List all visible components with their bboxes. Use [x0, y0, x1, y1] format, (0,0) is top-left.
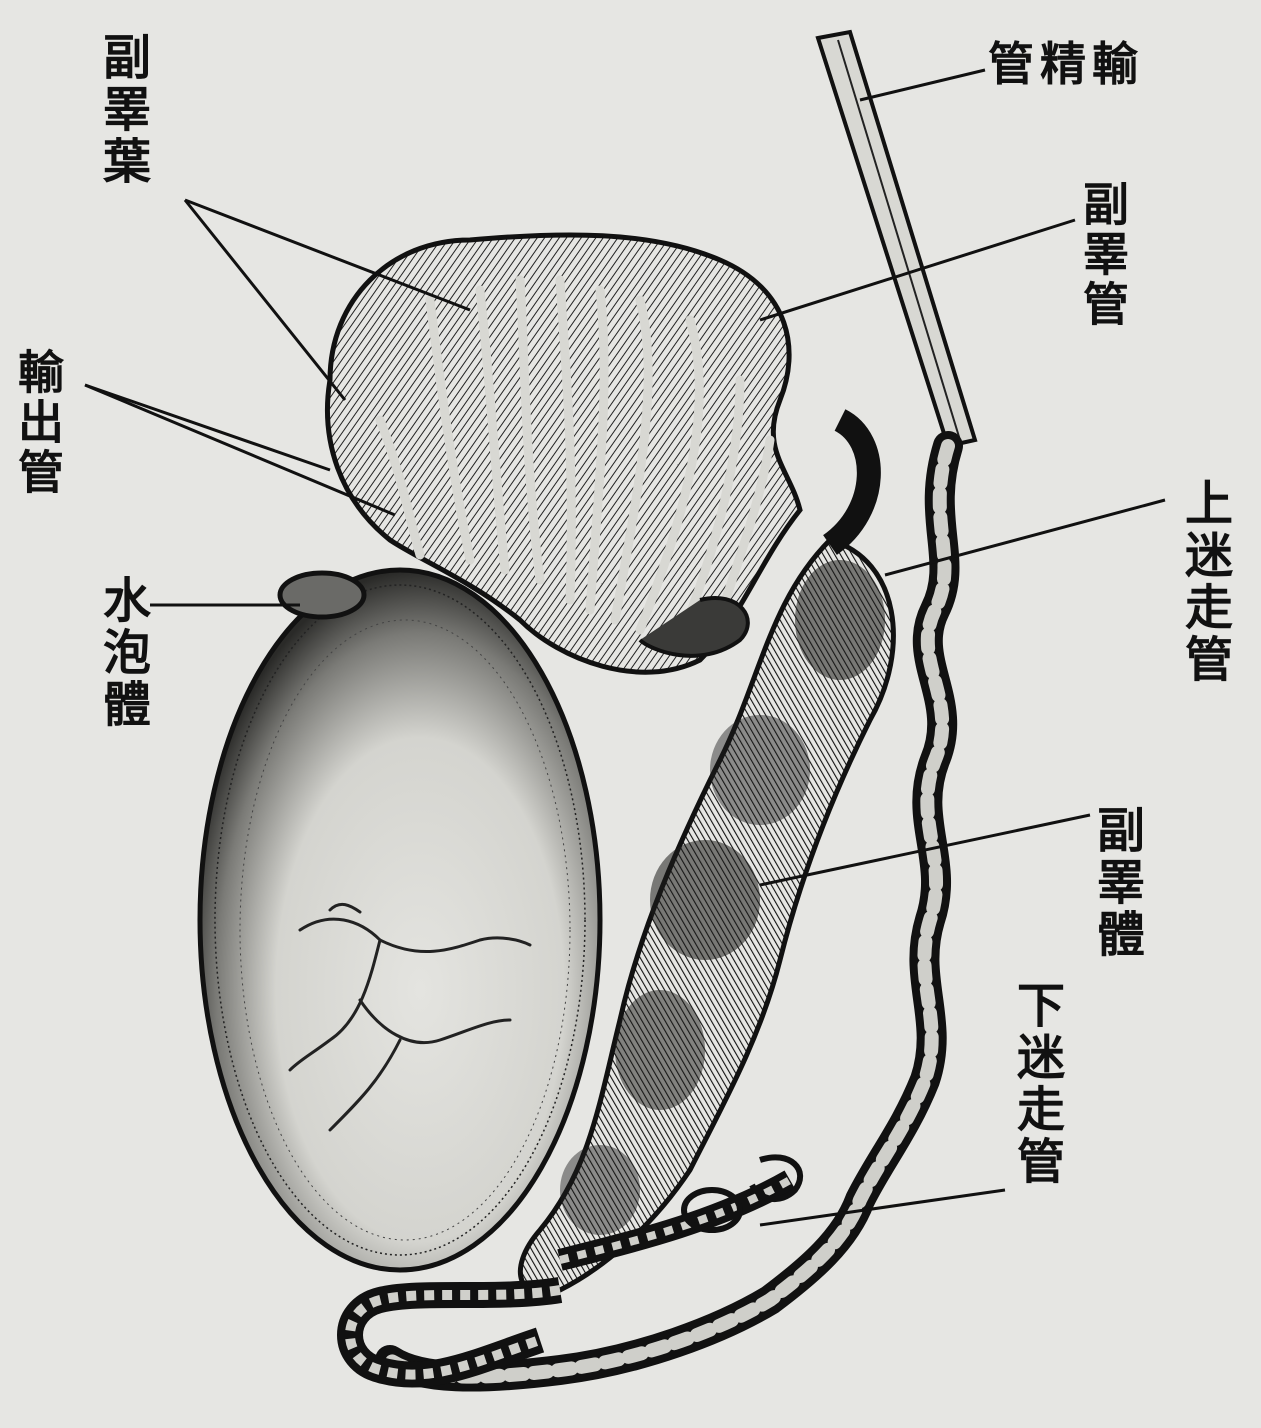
leader-efferent-1 [85, 385, 330, 470]
label-vas-deferens: 管精輸 [988, 28, 1144, 94]
label-inferior-aberrant-ductule: 下迷走管 [1012, 980, 1060, 1188]
label-superior-aberrant-ductule: 上迷走管 [1180, 478, 1228, 686]
label-body-of-epididymis: 副睪體 [1092, 805, 1140, 961]
label-epididymal-duct: 副睪管 [1080, 180, 1126, 330]
label-appendix-of-epididymis: 副睪葉 [98, 32, 146, 188]
label-appendix-of-testis: 水泡體 [98, 575, 146, 731]
leader-inferior-aberrant [760, 1190, 1005, 1225]
label-efferent-ducts: 輸出管 [15, 348, 61, 498]
leader-vas-deferens [860, 70, 985, 100]
testis-drawing [200, 570, 600, 1270]
